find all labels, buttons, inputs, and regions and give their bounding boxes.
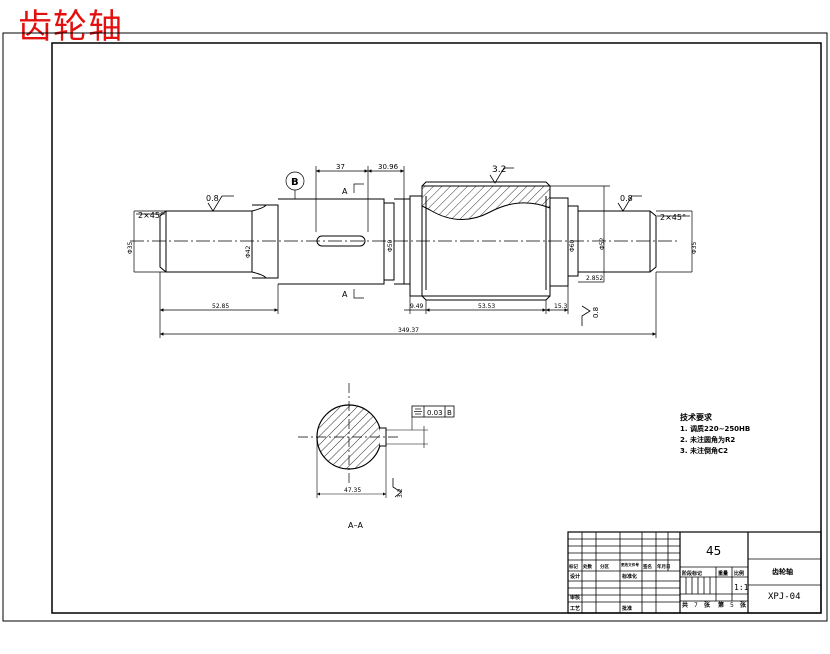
tolerance-value: 0.03 (427, 409, 443, 417)
row-label-change: 更改文件号 (620, 562, 639, 567)
dim-949: 9.49 (410, 303, 424, 310)
roughness-symbols (207, 167, 642, 498)
phi-right: Φ35 (691, 241, 698, 254)
phi-c: Φ60 (569, 239, 576, 252)
roughness-left: 0.8 (206, 194, 219, 203)
approve-label: 批准 (622, 605, 632, 612)
outer-frame (2, 32, 828, 622)
row-label-sign: 签名 (642, 563, 652, 570)
dim-34937: 349.37 (398, 327, 419, 334)
dim-3096: 30.96 (378, 163, 399, 171)
shaft-main-view (130, 181, 680, 301)
dim-5285: 52.85 (212, 303, 229, 310)
section-view-aa (298, 383, 455, 498)
phi-b: Φ50 (387, 239, 394, 252)
roughness-gear: 3.2 (492, 165, 506, 175)
stage-label: 阶段标记 (682, 570, 702, 577)
section-marker-top: A (342, 187, 348, 196)
design-label: 设计 (570, 573, 580, 580)
phi-d: Φ52 (599, 237, 606, 250)
dim-4735: 47.35 (344, 487, 361, 494)
dim-153: 15.3 (554, 303, 568, 310)
phi-a: Φ42 (245, 245, 252, 258)
chamfer-left: 2×45° (138, 211, 164, 220)
drawing-title-overlay: 齿轮轴 (18, 7, 123, 47)
total-count: 7 (694, 602, 698, 609)
page-label: 第 (717, 601, 724, 609)
tech-item-3: 3. 未注倒角C2 (680, 446, 728, 455)
dimension-lines (133, 166, 693, 338)
weight-label: 重量 (718, 570, 728, 577)
tolerance-datum: B (447, 409, 452, 417)
section-marker-bottom: A (342, 290, 348, 299)
process-label: 工艺 (570, 605, 580, 612)
part-name: 齿轮轴 (772, 567, 793, 576)
standard-label: 标准化 (621, 573, 637, 580)
scale-value: 1:1 (734, 583, 749, 592)
sheet-label-1: 张 (704, 601, 711, 609)
title-block (567, 531, 822, 614)
dim-5353: 53.53 (478, 303, 495, 310)
row-label-zone: 分区 (600, 563, 609, 570)
inner-frame (51, 42, 822, 614)
tech-item-2: 2. 未注圆角为R2 (680, 435, 735, 444)
roughness-right: 0.8 (620, 194, 633, 203)
dim-2852: 2.852 (586, 275, 603, 282)
dim-37: 37 (336, 163, 345, 171)
tech-item-1: 1. 调质220~250HB (680, 424, 750, 433)
page-number: 5 (730, 602, 734, 609)
roughness-section: 3.2 (397, 488, 404, 498)
total-label: 共 (682, 601, 688, 609)
datum-b-label: B (291, 177, 299, 188)
sheet-label-2: 张 (740, 601, 747, 609)
drawing-number: XPJ-04 (768, 592, 801, 602)
gear-section-hatch (421, 185, 551, 221)
row-label-mark: 标记 (568, 563, 578, 570)
section-view-label: A–A (348, 521, 363, 530)
tech-heading: 技术要求 (680, 412, 713, 422)
scale-label: 比例 (734, 570, 744, 577)
material: 45 (706, 544, 721, 558)
roughness-vertical: 0.8 (592, 307, 600, 318)
row-label-count: 处数 (582, 563, 592, 570)
review-label: 审核 (570, 594, 580, 601)
phi-left: Φ35 (127, 241, 134, 254)
row-label-date: 年月日 (657, 563, 671, 570)
chamfer-right: 2×45° (660, 213, 686, 222)
